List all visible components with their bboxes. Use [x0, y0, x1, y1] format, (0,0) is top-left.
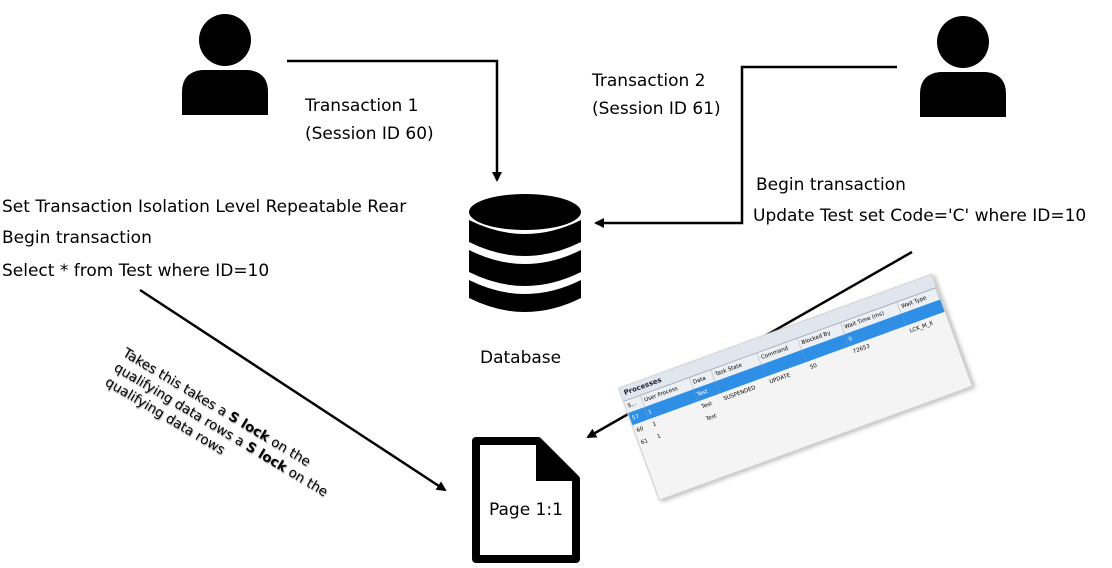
transaction1-session: (Session ID 60)	[305, 124, 434, 144]
page-label: Page 1:1	[489, 500, 563, 520]
right-begin-statement: Begin transaction	[756, 175, 906, 195]
isolation-statement: Set Transaction Isolation Level Repeatab…	[2, 197, 407, 217]
update-statement: Update Test set Code='C' where ID=10	[753, 206, 1087, 226]
select-statement: Select * from Test where ID=10	[2, 261, 270, 281]
arrow-transaction2-to-database	[594, 65, 897, 228]
right-statements: Begin transaction Update Test set Code='…	[753, 170, 1087, 232]
transaction2-title: Transaction 2	[592, 71, 706, 91]
database-icon	[469, 194, 581, 312]
document-icon	[472, 437, 580, 563]
left-statements: Set Transaction Isolation Level Repeatab…	[2, 192, 406, 287]
transaction1-title: Transaction 1	[305, 96, 419, 116]
arrow-select-to-page	[139, 288, 447, 492]
arrow-transaction1-to-database	[287, 59, 502, 182]
transaction1-label: Transaction 1 (Session ID 60)	[305, 92, 434, 148]
user-icon	[182, 14, 268, 115]
left-begin-statement: Begin transaction	[2, 228, 152, 248]
database-label: Database	[480, 348, 562, 368]
transaction2-label: Transaction 2 (Session ID 61)	[592, 67, 721, 123]
transaction2-session: (Session ID 61)	[592, 99, 721, 119]
user-icon	[920, 16, 1006, 117]
